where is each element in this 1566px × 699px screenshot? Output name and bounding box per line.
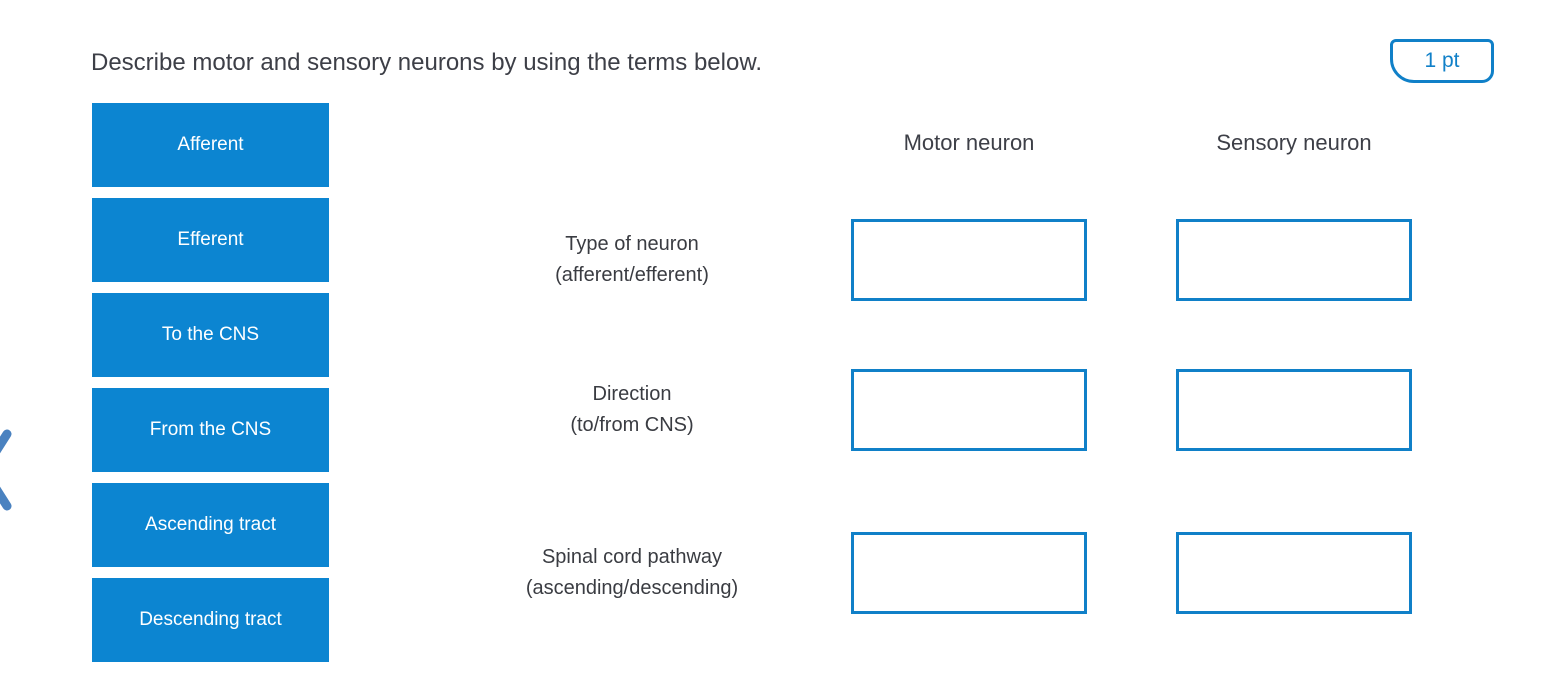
row-label-line: (ascending/descending) — [525, 577, 739, 599]
term-chip-to-the-cns[interactable]: To the CNS — [92, 293, 329, 377]
chevron-left-icon[interactable] — [0, 429, 13, 511]
row-label-type-of-neuron: Type of neuron (afferent/efferent) — [432, 229, 832, 291]
term-bank: Afferent Efferent To the CNS From the CN… — [92, 103, 329, 662]
drop-zone-direction-motor[interactable] — [851, 369, 1087, 451]
row-label-spinal-cord-pathway: Spinal cord pathway (ascending/descendin… — [432, 542, 832, 604]
term-chip-ascending-tract[interactable]: Ascending tract — [92, 483, 329, 567]
points-badge-label: 1 pt — [1424, 49, 1460, 72]
row-label-line: (to/from CNS) — [570, 414, 694, 436]
row-label-line: Direction — [592, 383, 672, 405]
row-label-line: Type of neuron — [565, 233, 699, 255]
drop-zone-type-sensory[interactable] — [1176, 219, 1412, 301]
row-label-line: (afferent/efferent) — [555, 264, 709, 286]
drop-zone-pathway-sensory[interactable] — [1176, 532, 1412, 614]
points-badge: 1 pt — [1390, 39, 1494, 83]
row-label-direction: Direction (to/from CNS) — [432, 379, 832, 441]
question-prompt: Describe motor and sensory neurons by us… — [91, 49, 763, 76]
term-chip-descending-tract[interactable]: Descending tract — [92, 578, 329, 662]
column-header-motor-neuron: Motor neuron — [903, 130, 1035, 155]
drop-zone-type-motor[interactable] — [851, 219, 1087, 301]
row-label-line: Spinal cord pathway — [541, 546, 723, 568]
drop-zone-direction-sensory[interactable] — [1176, 369, 1412, 451]
column-header-sensory-neuron: Sensory neuron — [1216, 130, 1372, 155]
drop-zone-pathway-motor[interactable] — [851, 532, 1087, 614]
term-chip-efferent[interactable]: Efferent — [92, 198, 329, 282]
term-chip-from-the-cns[interactable]: From the CNS — [92, 388, 329, 472]
term-chip-afferent[interactable]: Afferent — [92, 103, 329, 187]
